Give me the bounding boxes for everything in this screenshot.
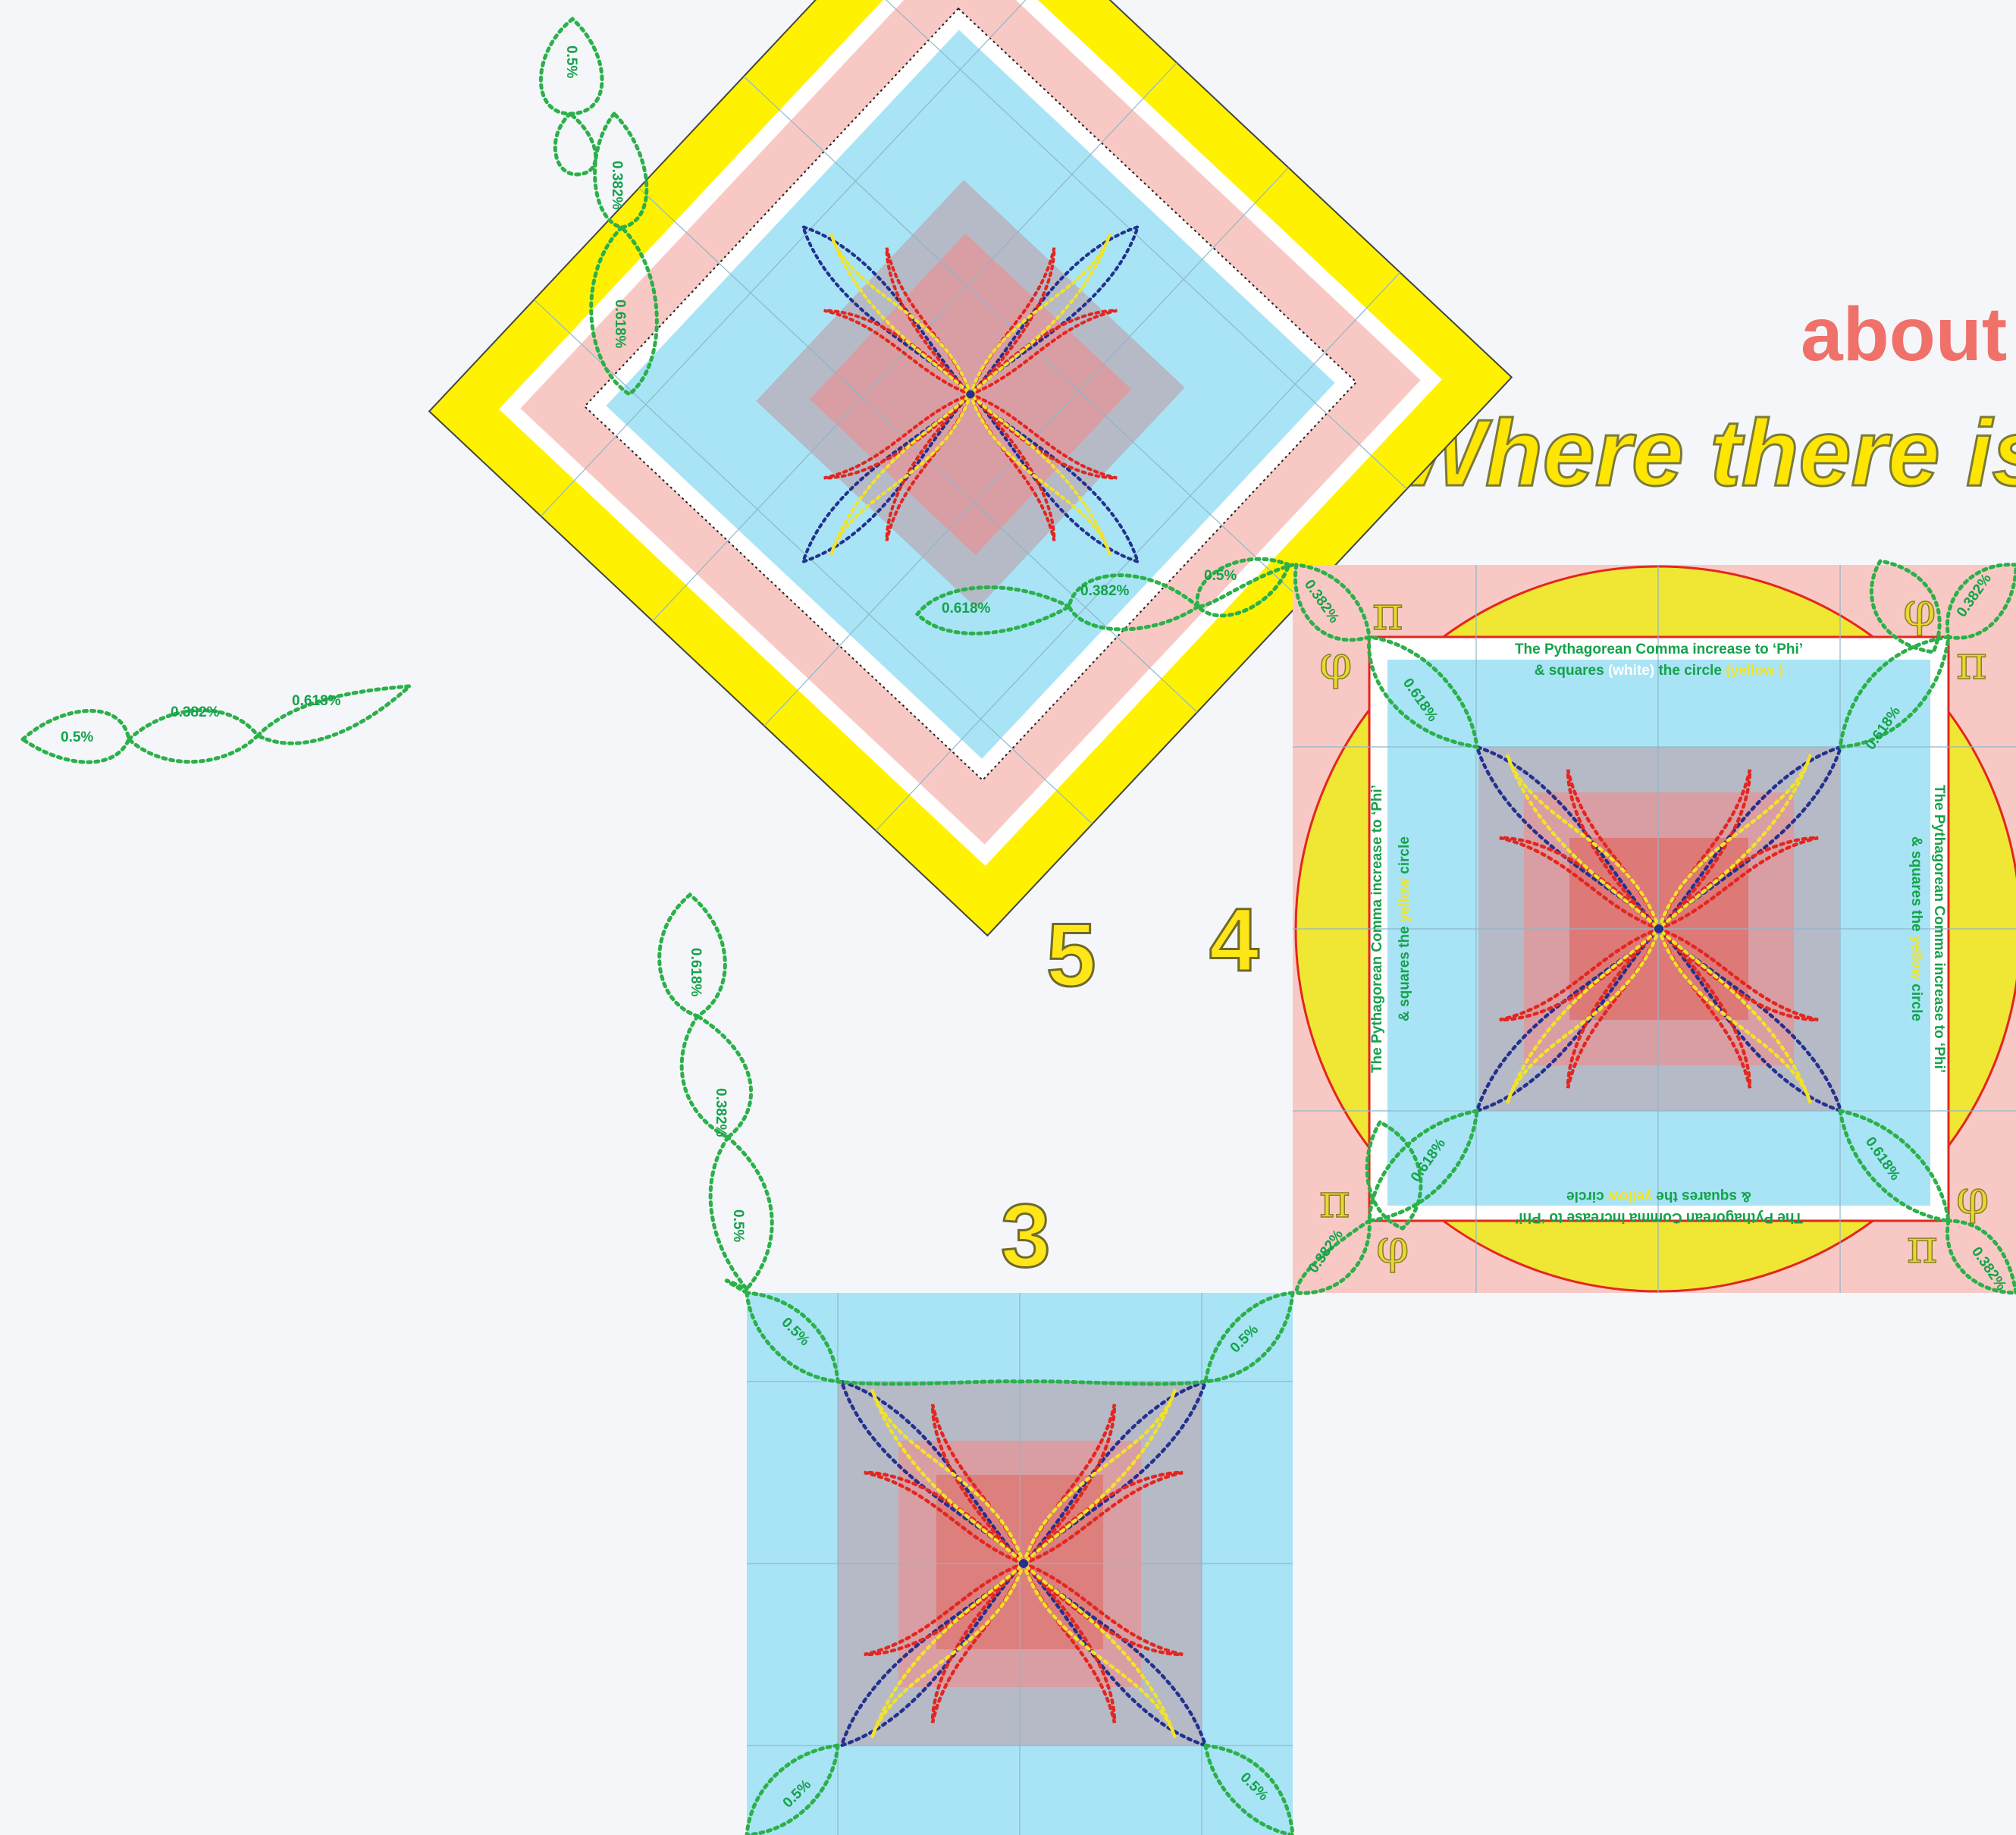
pi-symbol-bl: π <box>1319 1173 1350 1228</box>
caption-top-b: the circle <box>1654 663 1726 679</box>
caption-top-line2: & squares (white) the circle (yellow ) <box>1535 663 1783 679</box>
caption-left-b: circle <box>1397 836 1412 878</box>
caption-left-line1: The Pythagorean Comma increase to ‘Phi’ <box>1369 785 1385 1073</box>
title-about: about <box>1801 292 2007 377</box>
caption-bottom-line2: & squares the yellow circle <box>1566 1188 1751 1204</box>
caption-bottom-a: & squares the <box>1652 1188 1751 1204</box>
pi-symbol-tl: π <box>1372 585 1403 641</box>
phi-symbol-tr: φ <box>1903 582 1936 637</box>
label-05-top: 0.5% <box>563 45 579 78</box>
label-05-right: 0.5% <box>1204 568 1237 584</box>
label-0382-bottom: 0.382% <box>713 1088 729 1137</box>
number-four: 4 <box>1209 890 1259 990</box>
caption-bottom-yellow: yellow <box>1608 1188 1652 1204</box>
label-0618-right: 0.618% <box>942 601 991 616</box>
caption-top-a: & squares <box>1535 663 1608 679</box>
label-0382-top: 0.382% <box>609 161 625 210</box>
caption-left-a: & squares the <box>1397 922 1412 1021</box>
caption-right-a: & squares the <box>1908 836 1924 936</box>
phi-symbol-br: φ <box>1956 1169 1989 1225</box>
label-0382-right: 0.382% <box>1080 583 1130 599</box>
caption-right-line1: The Pythagorean Comma increase to ‘Phi’ <box>1931 785 1947 1073</box>
square-four: The Pythagorean Comma increase to ‘Phi’ … <box>1293 561 2016 1294</box>
caption-top-line1: The Pythagorean Comma increase to ‘Phi’ <box>1515 641 1803 657</box>
caption-bottom-b: circle <box>1566 1188 1608 1204</box>
label-05-left: 0.5% <box>61 729 93 745</box>
caption-right-yellow: yellow <box>1908 936 1924 980</box>
label-0618-left: 0.618% <box>292 693 341 709</box>
caption-top-white: (white) <box>1608 663 1654 679</box>
number-five: 5 <box>1046 905 1096 1005</box>
label-0618-bottom: 0.618% <box>688 948 704 997</box>
pi-symbol-br: π <box>1907 1219 1938 1274</box>
caption-left-line2: & squares the yellow circle <box>1397 836 1412 1021</box>
label-0382-left: 0.382% <box>171 704 220 720</box>
caption-right-b: circle <box>1908 980 1924 1021</box>
label-0618-top: 0.618% <box>612 300 628 349</box>
caption-right-line2: & squares the yellow circle <box>1908 836 1924 1021</box>
caption-bottom-line1: The Pythagorean Comma increase to ‘Phi’ <box>1515 1209 1803 1225</box>
pi-symbol-tr: π <box>1956 635 1987 690</box>
square-three: 0.5% 0.5% 0.5% 0.5% <box>747 1293 1293 1835</box>
caption-left-yellow: yellow <box>1397 878 1412 922</box>
number-three: 3 <box>1001 1186 1051 1286</box>
label-05-bottom: 0.5% <box>730 1209 746 1242</box>
phi-symbol-bl: φ <box>1376 1219 1409 1274</box>
caption-top-yellow: (yellow ) <box>1726 663 1783 679</box>
phi-symbol-tl: φ <box>1319 635 1352 690</box>
